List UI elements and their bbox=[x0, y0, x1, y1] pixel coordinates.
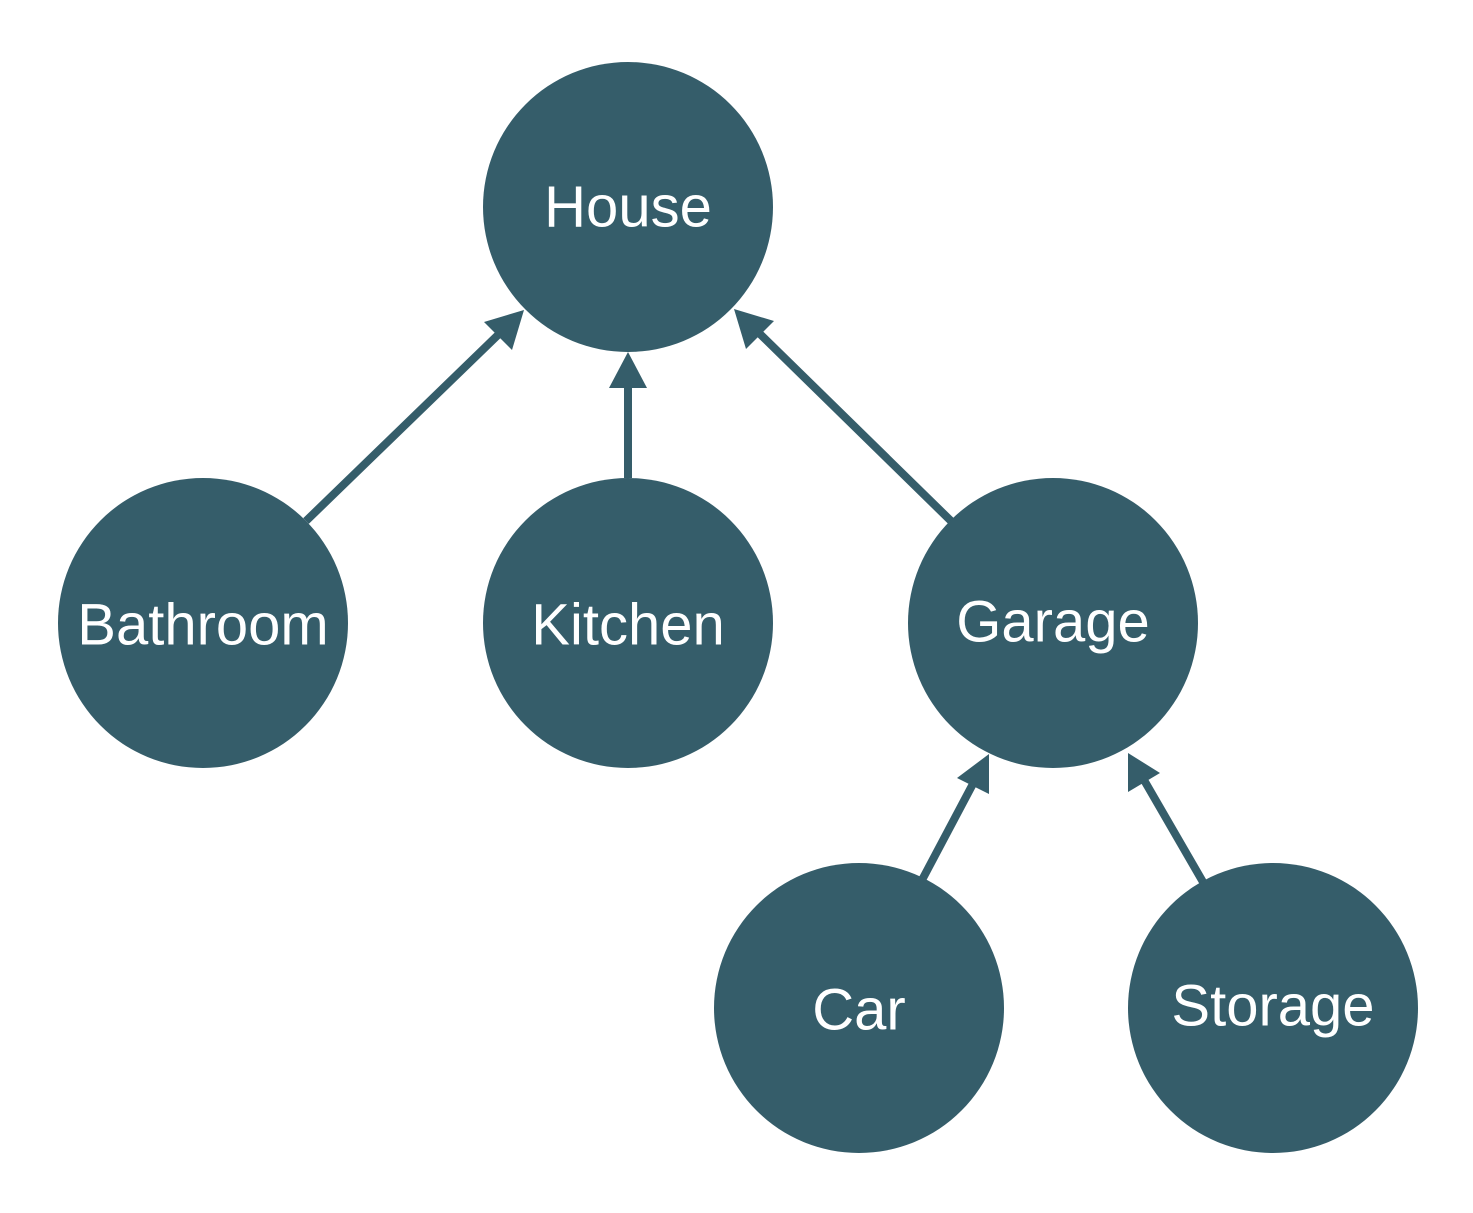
node-storage: Storage bbox=[1128, 863, 1418, 1153]
edge-bathroom-house bbox=[303, 310, 524, 524]
node-label-bathroom: Bathroom bbox=[77, 593, 328, 658]
node-label-house: House bbox=[544, 175, 712, 240]
node-garage: Garage bbox=[908, 478, 1198, 768]
node-label-storage: Storage bbox=[1171, 974, 1374, 1039]
edge-kitchen-house bbox=[609, 352, 647, 478]
node-label-car: Car bbox=[812, 978, 905, 1043]
node-house: House bbox=[483, 62, 773, 352]
node-label-garage: Garage bbox=[956, 590, 1149, 655]
edge-car-garage bbox=[918, 754, 989, 882]
node-car: Car bbox=[714, 863, 1004, 1153]
node-kitchen: Kitchen bbox=[483, 478, 773, 768]
edge-garage-house bbox=[734, 309, 954, 524]
node-label-kitchen: Kitchen bbox=[531, 593, 724, 658]
edge-storage-garage bbox=[1128, 753, 1207, 885]
node-bathroom: Bathroom bbox=[58, 478, 348, 768]
